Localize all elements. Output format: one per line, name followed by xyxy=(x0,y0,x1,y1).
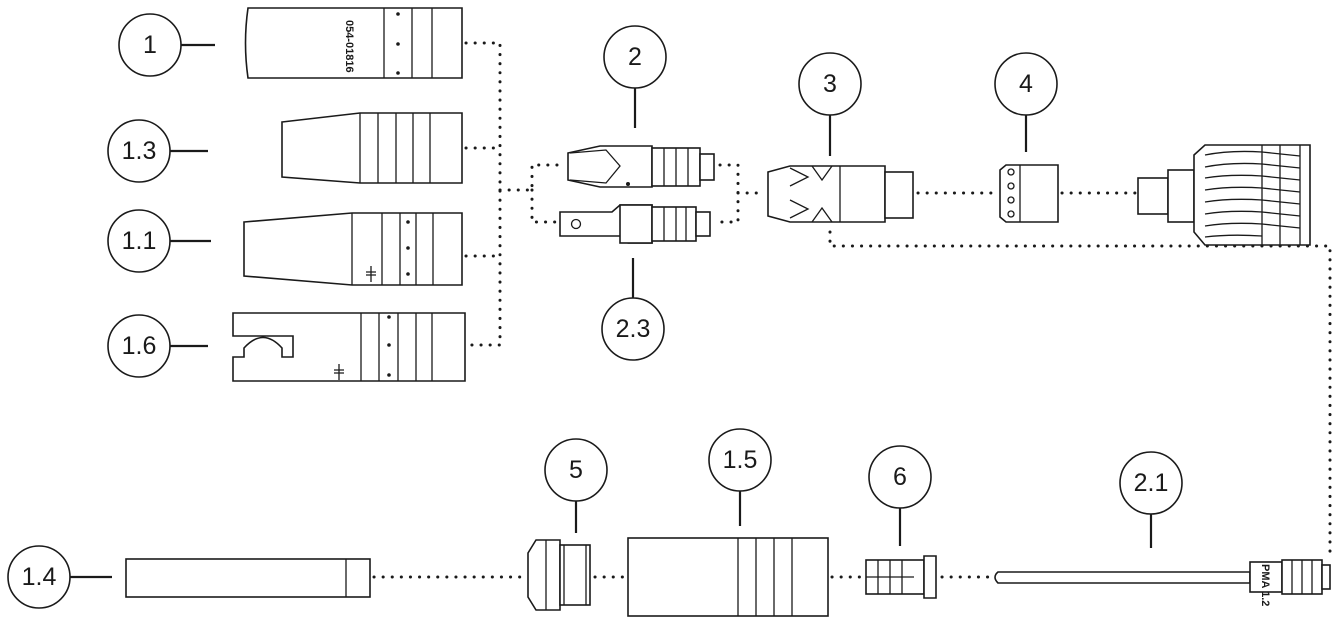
callout-1-3: 1.3 xyxy=(107,119,208,183)
callout-2-3: 2.3 xyxy=(601,258,665,361)
part-3-swirl-ring xyxy=(767,165,914,223)
callout-1-1: 1.1 xyxy=(107,209,211,273)
part-1-4-tube xyxy=(125,558,371,598)
nozzle-part-number: 054-01816 xyxy=(343,20,355,73)
callout-1-4: 1.4 xyxy=(7,545,112,609)
callout-label: 6 xyxy=(893,463,907,491)
part-1-nozzle: 054-01816 xyxy=(244,7,463,79)
callout-label: 5 xyxy=(569,456,583,484)
part-1-3-shield xyxy=(281,112,463,184)
part-1-1-nozzle xyxy=(243,212,463,286)
callout-label: 1 xyxy=(143,31,157,59)
torch-head xyxy=(1137,144,1311,246)
part-2-3-electrode xyxy=(559,204,711,244)
part-5-cap xyxy=(527,539,591,611)
callout-5: 5 xyxy=(544,438,608,533)
callout-label: 3 xyxy=(823,70,837,98)
callout-6: 6 xyxy=(868,445,932,546)
callout-2-1: 2.1 xyxy=(1119,451,1183,548)
callout-label: 1.1 xyxy=(122,227,157,255)
callout-label: 2.3 xyxy=(616,315,651,343)
callout-label: 2 xyxy=(628,43,642,71)
callout-label: 1.3 xyxy=(122,137,157,165)
callout-label: 1.5 xyxy=(723,446,758,474)
electrode-stamp: PMA 1.2 xyxy=(1259,564,1271,606)
callout-1: 1 xyxy=(118,13,215,77)
callout-label: 1.4 xyxy=(22,563,57,591)
part-4-ring xyxy=(999,164,1059,223)
callout-1-5: 1.5 xyxy=(708,428,772,526)
callout-4: 4 xyxy=(994,52,1058,152)
part-1-6-nozzle xyxy=(232,312,466,382)
callout-2: 2 xyxy=(603,25,667,128)
callout-label: 1.6 xyxy=(122,332,157,360)
part-2-electrode xyxy=(567,145,715,188)
callout-label: 2.1 xyxy=(1134,469,1169,497)
callout-1-6: 1.6 xyxy=(107,314,208,378)
callout-label: 4 xyxy=(1019,70,1033,98)
part-1-5-sleeve xyxy=(627,537,829,617)
connector-lines xyxy=(372,41,1332,579)
part-2-1-long-electrode: PMA 1.2 xyxy=(994,559,1331,606)
callout-3: 3 xyxy=(798,52,862,156)
part-6-insulator xyxy=(865,555,937,599)
